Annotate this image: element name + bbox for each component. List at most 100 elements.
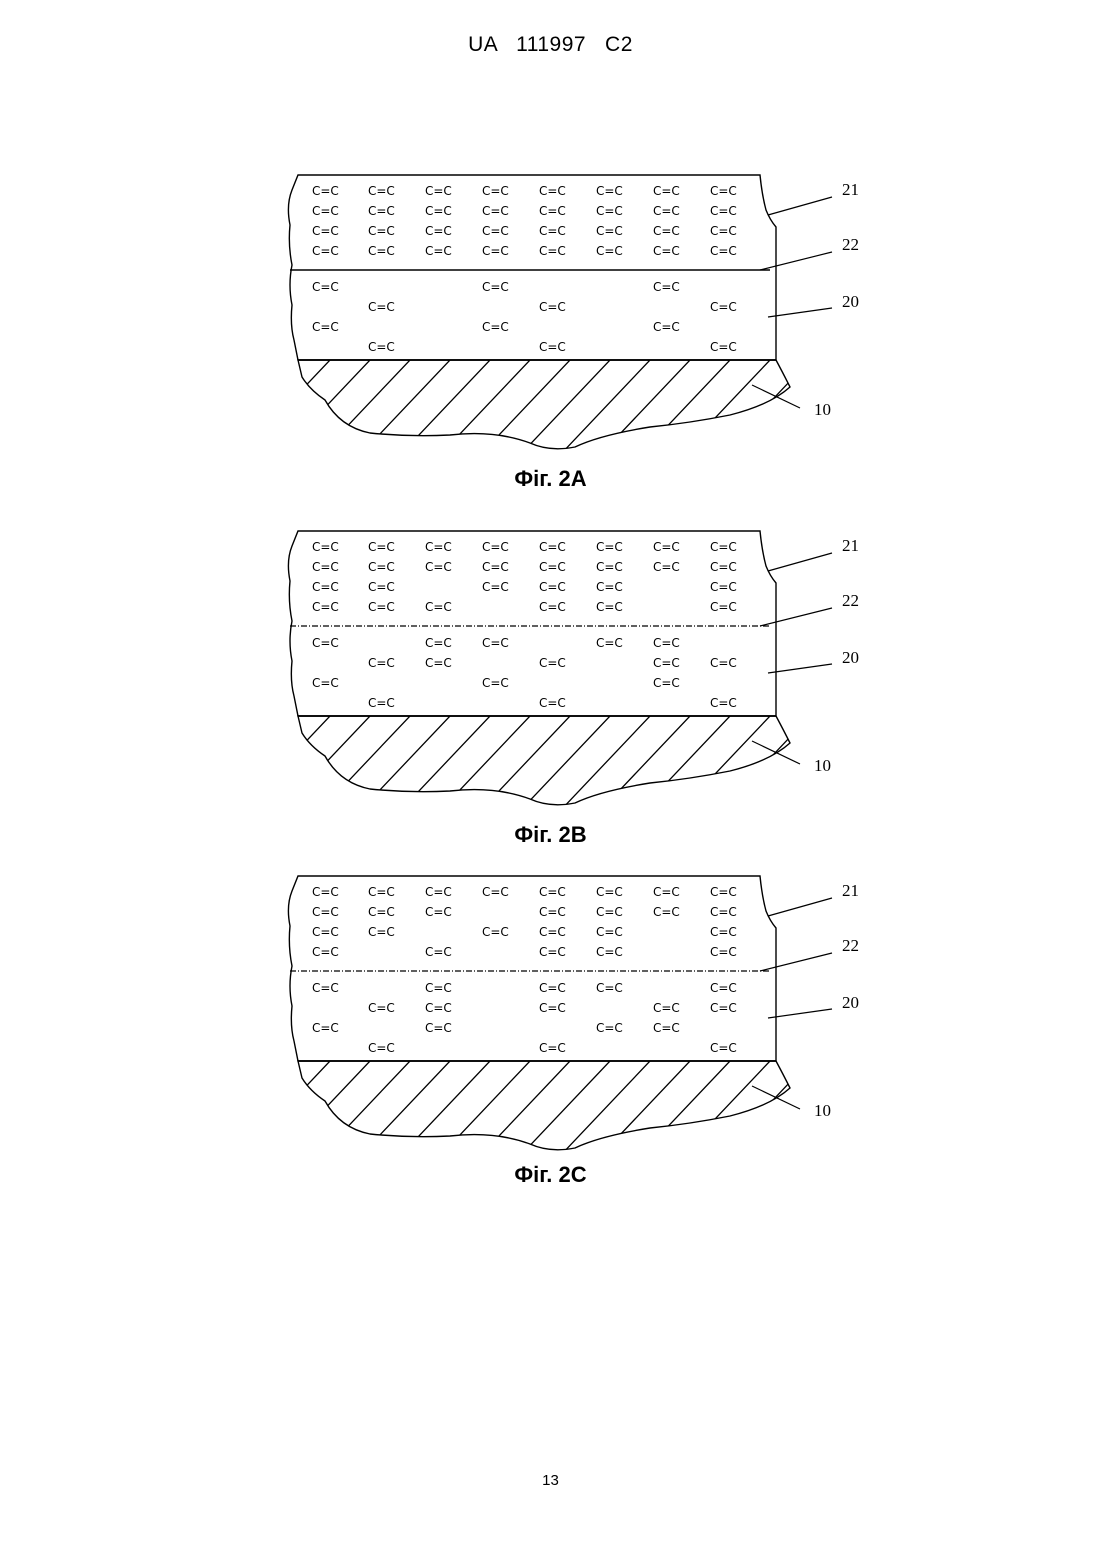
- hatch-line: [800, 1061, 880, 1156]
- layer-21-bond: C=C: [596, 560, 623, 574]
- hatch-line: [640, 360, 730, 455]
- layer-21-bond: C=C: [596, 945, 623, 959]
- layer-21-bond: C=C: [539, 580, 566, 594]
- layer-20-bond: C=C: [482, 676, 509, 690]
- ref-21-leader: [768, 898, 832, 916]
- layer-21-bond: C=C: [368, 560, 395, 574]
- layer-21-bond: C=C: [425, 184, 452, 198]
- hatch-line: [270, 716, 330, 811]
- layer-20-bond: C=C: [312, 676, 339, 690]
- hatch-line: [320, 1061, 410, 1156]
- figure-2b-diagram: C=C C=C C=C C=C C=C C=C C=C C=C C=C C=C C=C C=C C=C C…: [270, 521, 880, 811]
- layer-21-bond: C=C: [539, 905, 566, 919]
- layer-21-bond: C=C: [596, 540, 623, 554]
- layer-21-bond: C=C: [312, 204, 339, 218]
- layer-21-bond: C=C: [312, 184, 339, 198]
- document-header: UA 111997 C2: [0, 33, 1101, 57]
- ref-20-leader: [768, 664, 832, 673]
- layer-20-bond: C=C: [710, 300, 737, 314]
- hatch-line: [360, 360, 450, 455]
- layer-21-bond: C=C: [539, 204, 566, 218]
- layer-20-bond: C=C: [425, 981, 452, 995]
- layer-20-bond: C=C: [312, 1021, 339, 1035]
- layer-21-bond: C=C: [312, 885, 339, 899]
- layer-21-bond: C=C: [710, 580, 737, 594]
- layer-20-bond: C=C: [653, 280, 680, 294]
- layer-20-bond: C=C: [482, 280, 509, 294]
- layer-21-bond: C=C: [312, 905, 339, 919]
- hatch-line: [840, 716, 880, 811]
- hatch-line: [440, 1061, 530, 1156]
- layer-20-bond: C=C: [653, 1001, 680, 1015]
- layer-21-bond: C=C: [368, 184, 395, 198]
- coating-layer-outline: [288, 175, 776, 360]
- coating-layer-outline: [288, 531, 776, 716]
- layer-20-bond: C=C: [653, 636, 680, 650]
- hatch-line: [270, 360, 290, 455]
- figure-2b-caption: Фіг. 2В: [0, 822, 1101, 848]
- ref-20-label: 20: [842, 648, 859, 667]
- layer-20-bond: C=C: [653, 676, 680, 690]
- layer-20-bond: C=C: [539, 981, 566, 995]
- layer-21-bond: C=C: [539, 224, 566, 238]
- layer-20-bond: C=C: [653, 320, 680, 334]
- ref-22-label: 22: [842, 235, 859, 254]
- layer-20-bond: C=C: [710, 696, 737, 710]
- layer-21-bond: C=C: [710, 560, 737, 574]
- ref-22-leader: [760, 608, 832, 626]
- substrate-10: [298, 716, 790, 805]
- ref-21-label: 21: [842, 180, 859, 199]
- layer-21-bond: C=C: [539, 184, 566, 198]
- figure-2a-caption: Фіг. 2А: [0, 466, 1101, 492]
- hatch-line: [360, 1061, 450, 1156]
- substrate-hatching: [270, 360, 880, 455]
- layer-21-bond: C=C: [368, 540, 395, 554]
- layer-21-bond: C=C: [482, 580, 509, 594]
- layer-20-bond: C=C: [368, 656, 395, 670]
- ref-21-label: 21: [842, 536, 859, 555]
- hatch-line: [400, 716, 490, 811]
- layer-21-bond: C=C: [653, 244, 680, 258]
- page-number: 13: [0, 1472, 1101, 1489]
- ref-10-label: 10: [814, 400, 831, 419]
- hatch-line: [520, 716, 610, 811]
- hatch-line: [440, 360, 530, 455]
- layer-21-bond: C=C: [368, 224, 395, 238]
- layer-21-bond: C=C: [596, 885, 623, 899]
- hatch-line: [680, 716, 770, 811]
- layer-21-bond: C=C: [653, 224, 680, 238]
- layer-20-bond: C=C: [368, 696, 395, 710]
- layer-21-bond: C=C: [312, 925, 339, 939]
- hatch-line: [800, 360, 880, 455]
- layer-20-bond: C=C: [312, 636, 339, 650]
- ref-10-label: 10: [814, 756, 831, 775]
- layer-21-bond: C=C: [368, 600, 395, 614]
- layer-20-bond: C=C: [539, 696, 566, 710]
- hatch-line: [720, 1061, 810, 1156]
- layer-20-bond: C=C: [539, 340, 566, 354]
- layer-20-bond: C=C: [596, 1021, 623, 1035]
- layer-21-bond: C=C: [596, 905, 623, 919]
- hatch-line: [840, 1061, 880, 1156]
- substrate-10: [298, 360, 790, 449]
- layer-21-bond: C=C: [482, 885, 509, 899]
- layer-21-bond: C=C: [425, 540, 452, 554]
- hatch-line: [760, 1061, 850, 1156]
- hatch-line: [270, 360, 330, 455]
- layer-20-bond: C=C: [539, 300, 566, 314]
- hatch-line: [760, 360, 850, 455]
- layer-21-bond: C=C: [596, 224, 623, 238]
- ref-21-leader: [768, 197, 832, 215]
- ref-10-leader: [752, 1086, 800, 1109]
- layer-21-bond: C=C: [596, 925, 623, 939]
- layer-21-bond: C=C: [539, 244, 566, 258]
- layer-20-bond: C=C: [425, 1021, 452, 1035]
- layer-21-bond: C=C: [596, 580, 623, 594]
- layer-21-bond: C=C: [482, 540, 509, 554]
- layer-21-bond: C=C: [368, 925, 395, 939]
- hatch-line: [270, 716, 290, 811]
- figure-2c-diagram: C=C C=C C=C C=C C=C C=C C=C C=C C=C C=C C=C C=C C=C C…: [270, 866, 880, 1156]
- layer-20-bond: C=C: [539, 1041, 566, 1055]
- hatch-line: [600, 716, 690, 811]
- hatch-line: [680, 360, 770, 455]
